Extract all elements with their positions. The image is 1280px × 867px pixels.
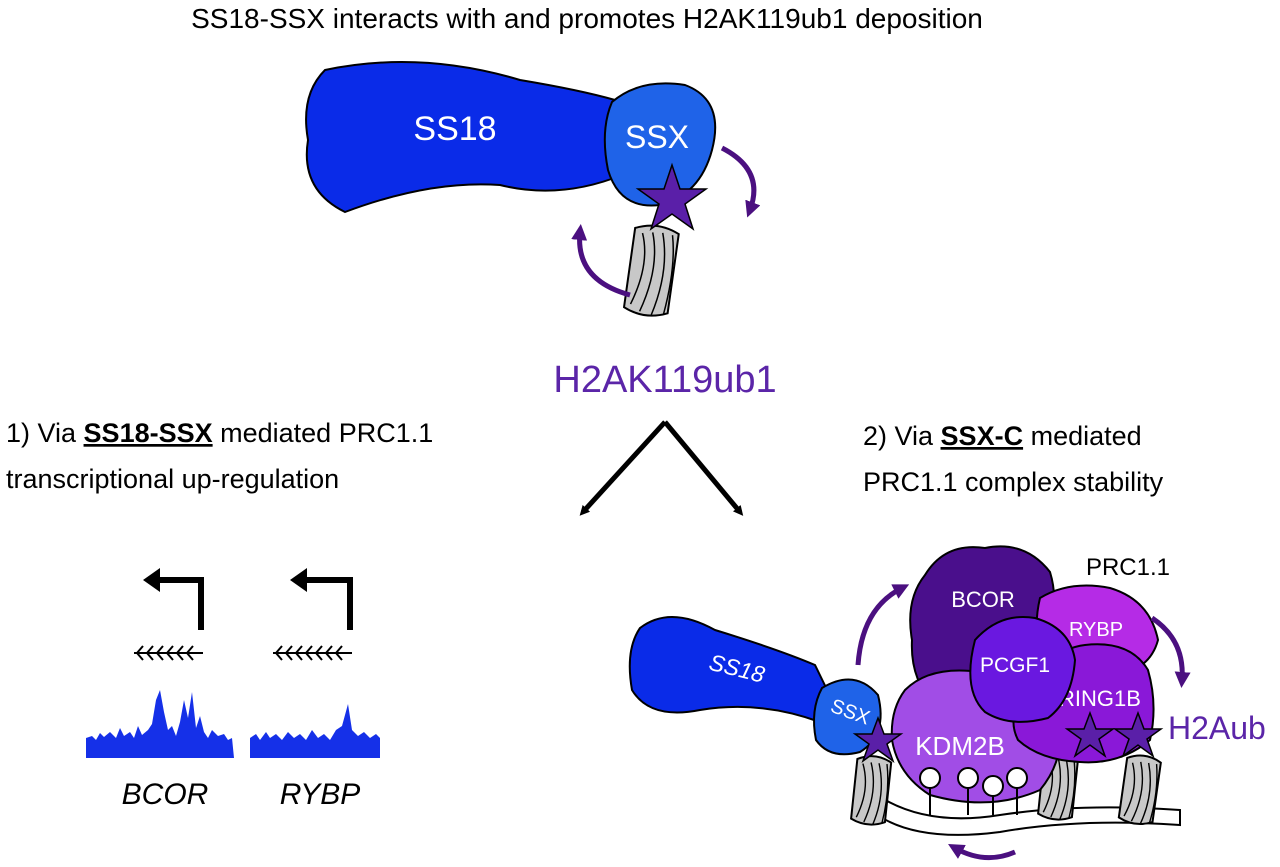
diagram-title: SS18-SSX interacts with and promotes H2A… xyxy=(191,3,983,34)
h2aub-label: H2Aub xyxy=(1168,710,1266,746)
branch-arrows xyxy=(579,420,744,516)
right-line2: PRC1.1 complex stability xyxy=(863,467,1164,497)
ss18-shape xyxy=(305,61,624,214)
ssx-shape xyxy=(603,82,717,207)
dna-fibre xyxy=(858,788,1181,836)
dna-binding-lollipops xyxy=(919,767,1028,815)
bcor-gene-label: BCOR xyxy=(122,778,209,811)
cycle-arrow-left xyxy=(571,224,631,298)
pcgf1-shape xyxy=(969,616,1077,723)
left-line2: transcriptional up-regulation xyxy=(6,464,339,494)
rybp-signal-track xyxy=(250,704,380,758)
ssx-label: SSX xyxy=(625,119,689,155)
top-complex: SS18 SSX H2AK119ub1 xyxy=(305,61,777,401)
prc11-label: PRC1.1 xyxy=(1086,554,1170,581)
cycle-arrow-right xyxy=(720,145,761,218)
bcor-promoter-icon xyxy=(134,568,204,661)
nucleosome-top xyxy=(622,221,681,320)
left-line1: 1) Via SS18-SSX mediated PRC1.1 xyxy=(6,418,433,448)
ubiquitin-star-icon xyxy=(635,162,709,231)
nucleosome-1 xyxy=(849,753,893,828)
ubiquitin-star-icon-1 xyxy=(852,715,904,764)
ubiquitin-star-icon-2 xyxy=(1064,710,1116,759)
ubiquitin-star-icon-3 xyxy=(1112,710,1164,759)
gene-tracks: BCOR RYBP xyxy=(86,568,380,811)
cycle-arrow-bottom xyxy=(948,844,1016,861)
pcgf1-label: PCGF1 xyxy=(980,654,1050,677)
bcor-signal-track xyxy=(86,690,234,758)
kdm2b-label: KDM2B xyxy=(915,731,1005,761)
ss18-shape-right xyxy=(628,616,834,724)
ss18-label: SS18 xyxy=(413,110,496,148)
rybp-label: RYBP xyxy=(1069,619,1123,641)
h2ak119ub1-label: H2AK119ub1 xyxy=(553,359,776,401)
cycle-arrow-down xyxy=(1150,615,1191,688)
ring1b-label: RING1B xyxy=(1059,686,1141,711)
right-line1: 2) Via SSX-C mediated xyxy=(863,421,1142,451)
rybp-promoter-icon xyxy=(273,568,353,661)
bcor-label: BCOR xyxy=(951,587,1015,612)
rybp-gene-label: RYBP xyxy=(280,778,361,811)
prc11-complex: PRC1.1 SS18 SSX BCOR RYBP KDM2B RING1B P… xyxy=(628,545,1266,861)
cycle-arrow-up xyxy=(855,584,910,666)
